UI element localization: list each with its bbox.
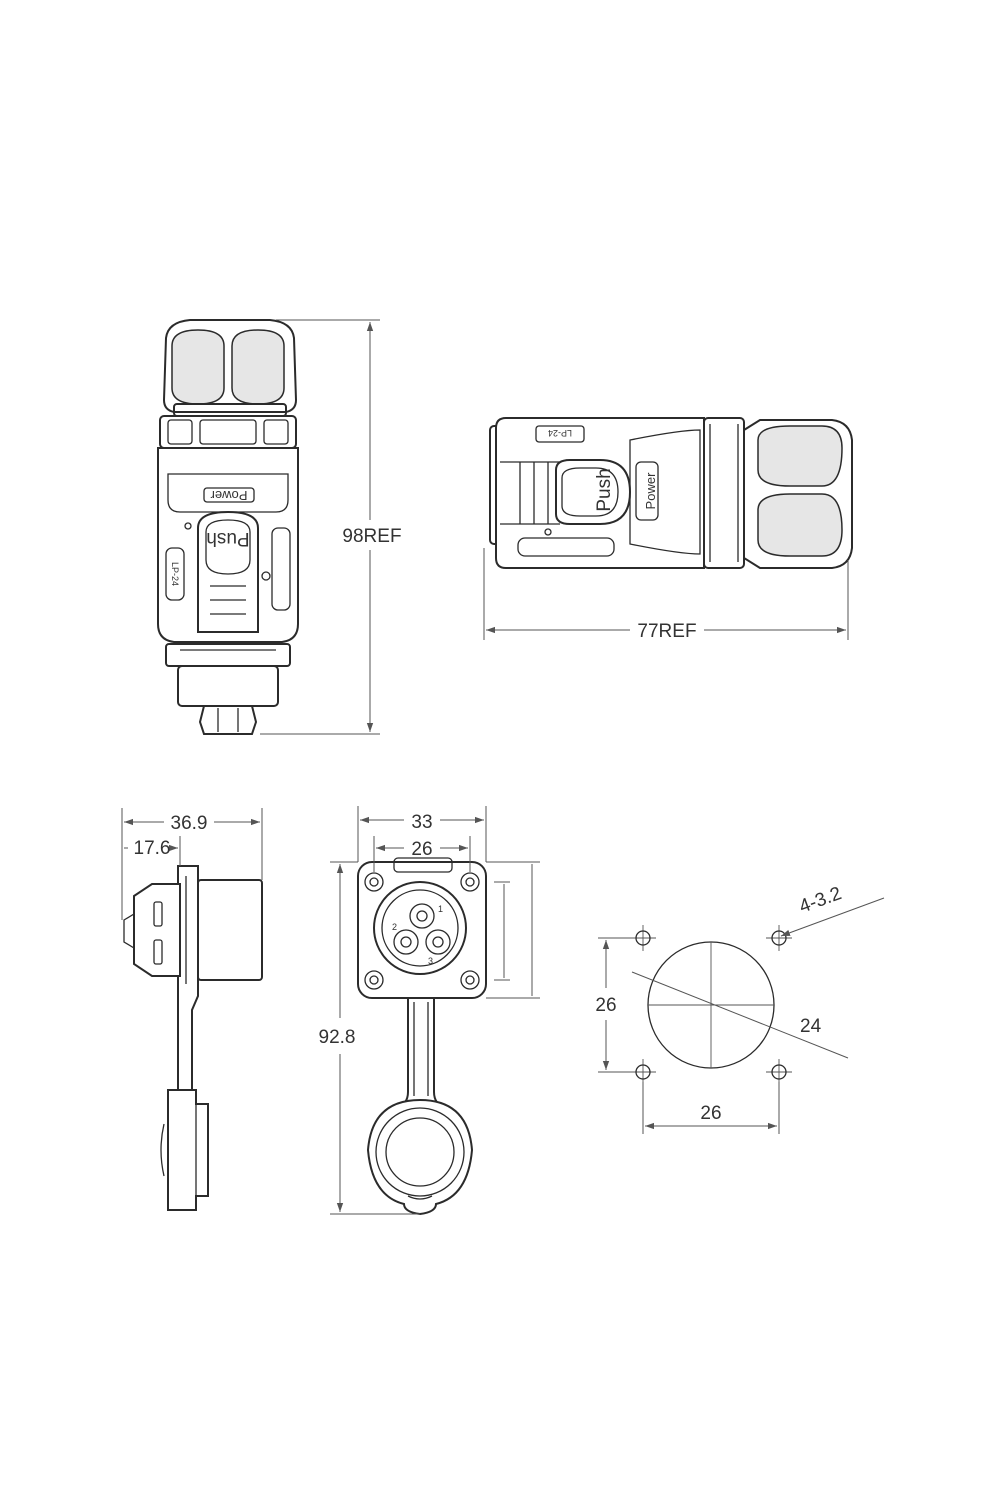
- front-power-label: Power: [210, 488, 248, 503]
- side-push-label: Push: [594, 468, 615, 511]
- front-plug-view: Power Push LP-24 98REF: [157, 319, 413, 735]
- panel-cutout-view: 24 4-3.2 26 26: [595, 883, 885, 1134]
- side-model-label: LP-24: [548, 428, 572, 438]
- front-model-label: LP-24: [170, 562, 180, 586]
- side-power-label: Power: [643, 472, 658, 510]
- pin-label-1: 1: [438, 904, 443, 914]
- cutout-diameter-dimension: 24: [800, 1016, 822, 1037]
- socket-width-dimension: 33: [411, 812, 432, 833]
- pin-label-2: 2: [392, 922, 397, 932]
- cutout-horizontal-spacing-dimension: 26: [700, 1103, 721, 1124]
- front-push-label: Push: [206, 528, 249, 549]
- cutout-holes-label: 4-3.2: [797, 883, 845, 918]
- socket-hole-spacing-dimension: 26: [411, 839, 432, 860]
- side-socket-view: 36.9 17.6: [121, 808, 263, 1211]
- side-length-dimension: 77REF: [637, 621, 696, 642]
- socket-depth-dimension: 36.9: [171, 813, 208, 834]
- front-height-dimension: 98REF: [342, 526, 401, 547]
- side-plug-view: LP-24 Push Power 77REF: [483, 417, 853, 642]
- pin-label-3: 3: [428, 956, 433, 966]
- socket-height-dimension: 92.8: [319, 1027, 356, 1048]
- socket-flange-dimension: 17.6: [134, 838, 171, 859]
- front-socket-view: 1 2 3 33 26 92.8: [310, 806, 540, 1216]
- cutout-vertical-spacing-dimension: 26: [595, 995, 616, 1016]
